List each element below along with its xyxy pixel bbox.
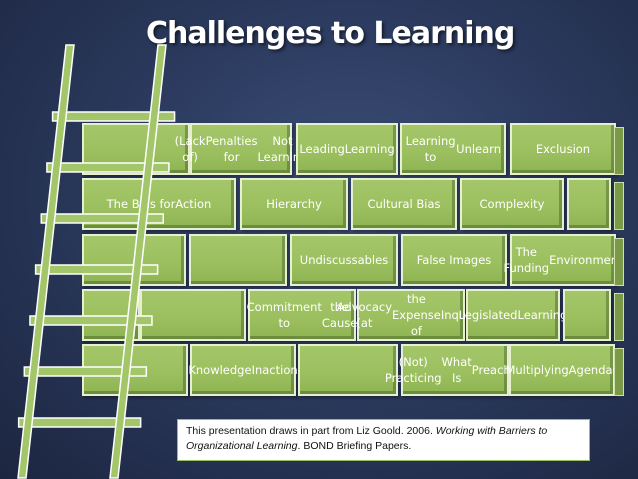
brick-row2-blank-right <box>567 178 611 230</box>
ladder-rung <box>29 315 153 326</box>
brick-hierarchy-line-1: Hierarchy <box>266 196 322 211</box>
citation-box: This presentation draws in part from Liz… <box>177 419 590 461</box>
citation-title-part1: Working with Barriers to <box>435 425 548 437</box>
citation-prefix: This presentation draws in part from Liz… <box>186 425 436 437</box>
brick-not-practicing-line-1: (Not) Practicing <box>384 354 442 385</box>
wall-side-edge <box>614 348 624 396</box>
brick-legislated-learning-line-2: Learning <box>517 307 568 322</box>
brick-row5-blank-2 <box>298 344 398 396</box>
brick-cultural-bias: Cultural Bias <box>351 178 457 230</box>
brick-cultural-bias-line-1: Cultural Bias <box>367 196 441 211</box>
citation-suffix: . BOND Briefing Papers. <box>297 440 412 453</box>
brick-exclusion-line-1: Exclusion <box>535 141 591 156</box>
wall-side-edge <box>614 238 624 286</box>
brick-complexity: Complexity <box>460 178 564 230</box>
brick-commitment-to-cause-line-2: the Cause <box>321 299 358 330</box>
brick-complexity-line-1: Complexity <box>479 196 545 211</box>
brick-funding-environment-line-1: The Funding <box>503 244 550 275</box>
brick-row3-blank-2 <box>189 234 287 286</box>
brick-leading-learning-line-1: Leading <box>299 141 345 156</box>
brick-learning-to-unlearn-line-1: Learning to <box>405 133 456 164</box>
brick-multiplying-agendas-line-2: Agendas <box>568 362 619 377</box>
brick-row4-blank-right <box>563 289 611 341</box>
brick-undiscussables: Undiscussables <box>290 234 398 286</box>
ladder-rung <box>17 417 142 428</box>
brick-funding-environment-line-2: Environment <box>549 252 623 267</box>
brick-advocacy-line-1: Advocacy (at <box>336 299 393 330</box>
ladder-rung <box>23 366 148 377</box>
wall-side-edge <box>614 182 624 230</box>
brick-false-images: False Images <box>401 234 507 286</box>
brick-commitment-to-cause-line-1: Commitment to <box>246 299 322 330</box>
ladder-left-rail <box>17 44 75 479</box>
brick-knowledge-inaction-line-2: Inaction <box>251 362 298 377</box>
ladder-rung <box>34 264 159 275</box>
brick-leading-learning-line-2: Learning <box>344 141 395 156</box>
ladder-rung <box>46 162 170 173</box>
ladder-rung <box>40 213 165 224</box>
brick-legislated-learning-line-1: Legislated <box>458 307 518 322</box>
brick-lack-of-penalties-line-2: Penalties for <box>205 133 258 164</box>
brick-undiscussables-line-1: Undiscussables <box>299 252 389 267</box>
slide-title: Challenges to Learning <box>146 16 515 51</box>
ladder-rung <box>51 111 176 122</box>
brick-not-practicing-line-2: What Is <box>441 354 472 385</box>
brick-lack-of-penalties-line-1: (Lack of) <box>174 133 206 164</box>
brick-bias-for-action-line-2: Action <box>175 196 212 211</box>
citation-title-part2: Organizational Learning <box>186 440 298 453</box>
brick-advocacy-line-2: the Expense of <box>392 291 441 339</box>
brick-knowledge-inaction-line-1: Knowledge <box>188 362 252 377</box>
brick-lack-of-penalties-line-3: Not Learning <box>257 133 308 164</box>
brick-multiplying-agendas-line-1: Multiplying <box>505 362 569 377</box>
brick-learning-to-unlearn-line-2: Unlearn <box>456 141 501 156</box>
brick-false-images-line-1: False Images <box>416 252 492 267</box>
wall-side-edge <box>614 293 624 341</box>
ladder-right-rail <box>109 44 167 479</box>
brick-row4-blank-2 <box>140 289 246 341</box>
wall-side-edge <box>614 127 624 175</box>
brick-hierarchy: Hierarchy <box>240 178 348 230</box>
